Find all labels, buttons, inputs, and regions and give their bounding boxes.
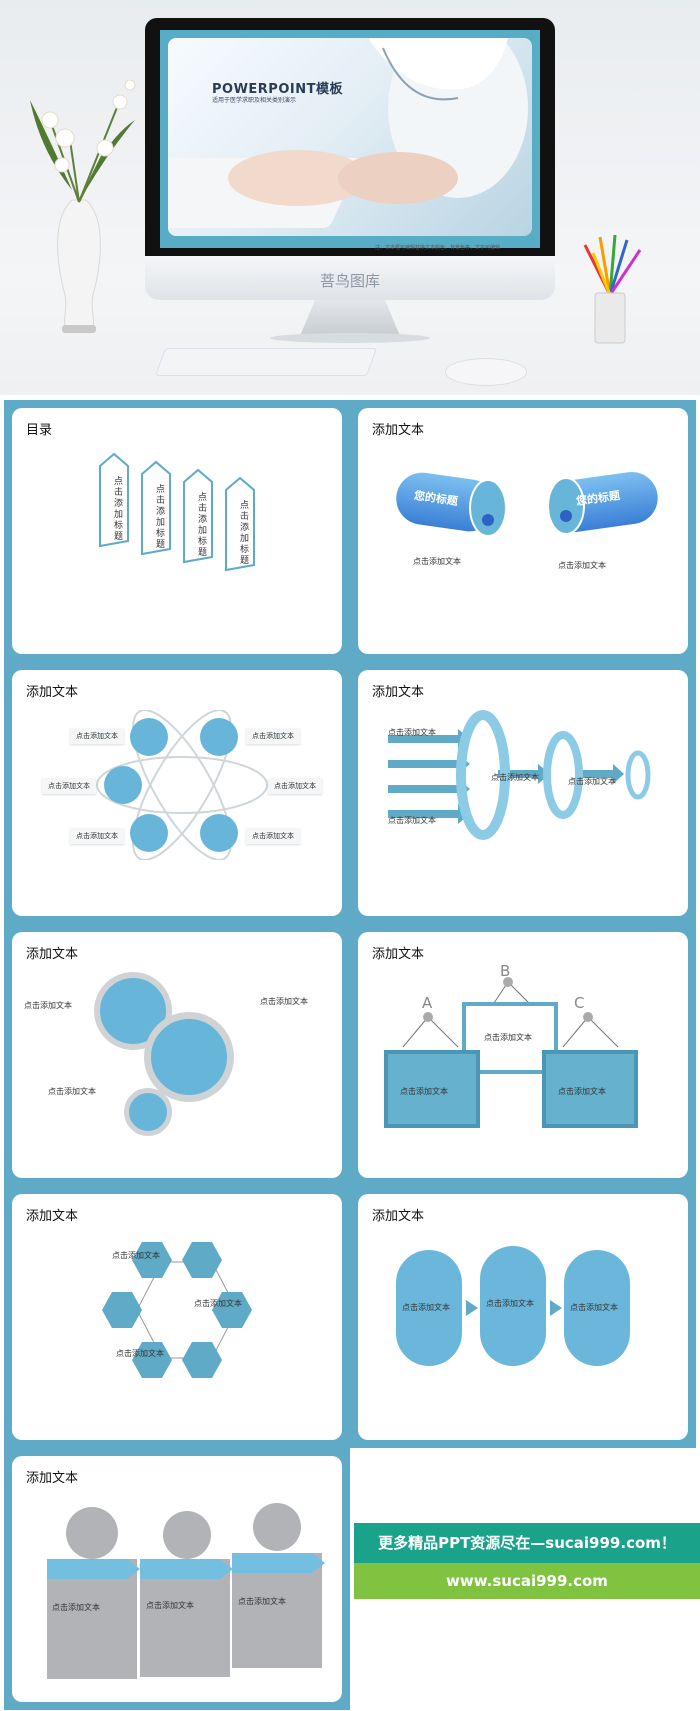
slide-title: 添加文本 <box>372 685 425 700</box>
atom-label: 点击添加文本 <box>70 828 124 844</box>
slide-card-atom[interactable]: 添加文本 点击添加文本 点击添加文本 点击添加文本 点击添加文本 点击添加文本 … <box>4 662 350 924</box>
atom-label: 点击添加文本 <box>246 828 300 844</box>
people-podium-graphic <box>47 1503 325 1679</box>
atom-node <box>130 718 168 756</box>
arrow-label: 点击添加文本 <box>491 773 539 782</box>
hanging-strings-graphic <box>402 977 619 1048</box>
ppt-cover-footnote: 注：文本框可编辑替换文本颜色、背景色等，文字可编辑 <box>375 245 501 251</box>
arrows-rings-graphic <box>388 710 651 840</box>
atom-label: 点击添加文本 <box>268 778 322 794</box>
atom-label: 点击添加文本 <box>246 728 300 744</box>
brand-label: 菩鸟图库 <box>319 272 380 290</box>
arrow-label: 点击添加文本 <box>388 728 436 737</box>
monitor-stand-base <box>270 333 430 343</box>
person-label: 点击添加文本 <box>52 1603 100 1612</box>
atom-label: 点击添加文本 <box>70 728 124 744</box>
bubble-node <box>124 1088 172 1136</box>
pill-1 <box>396 1250 462 1366</box>
slide-card-toc[interactable]: 目录 点击添加标题 点击添加标题 点击添加标题 点击添加标题 <box>4 400 350 662</box>
slide-card-bubbles[interactable]: 添加文本 点击添加文本 点击添加文本 点击添加文本 <box>4 924 350 1186</box>
pill-3 <box>564 1250 630 1366</box>
atom-node <box>200 718 238 756</box>
promo-url-link[interactable]: www.sucai999.com <box>354 1563 700 1599</box>
slide-title: 添加文本 <box>372 1209 425 1224</box>
toc-tags-graphic <box>99 452 255 572</box>
toc-item-2: 点击添加标题 <box>154 484 164 550</box>
slide-title: 添加文本 <box>26 1209 79 1224</box>
pill-label: 点击添加文本 <box>402 1303 450 1312</box>
person-label: 点击添加文本 <box>146 1601 194 1610</box>
ppt-cover-title: POWERPOINT模板 <box>212 82 343 97</box>
slide-card-abc[interactable]: 添加文本 B A C 点击添加文本 点击添加文本 点击添加文本 <box>350 924 696 1186</box>
pill-label: 点击添加文本 <box>570 1303 618 1312</box>
keyboard-illustration <box>154 348 378 376</box>
board-label: 点击添加文本 <box>558 1087 606 1096</box>
pencil-cup-illustration <box>583 235 642 344</box>
monitor-chin <box>145 256 555 300</box>
pill-label: 点击添加文本 <box>486 1299 534 1308</box>
slide-title: 添加文本 <box>372 947 425 962</box>
slide-card-pills[interactable]: 添加文本 点击添加文本 点击添加文本 点击添加文本 <box>350 1186 696 1448</box>
board-label: 点击添加文本 <box>484 1033 532 1042</box>
bubble-label: 点击添加文本 <box>260 997 308 1006</box>
atom-label: 点击添加文本 <box>42 778 96 794</box>
bubble-node <box>144 1012 234 1102</box>
atom-node <box>200 814 238 852</box>
hex-label: 点击添加文本 <box>112 1251 160 1260</box>
atom-node <box>104 766 142 804</box>
ppt-cover-image <box>168 38 532 236</box>
ppt-cover-subtitle: 适用于医学求职及相关类别演示 <box>212 97 297 104</box>
slide-title: 添加文本 <box>372 423 425 438</box>
mouse-illustration <box>445 358 527 386</box>
slide-card-hexagons[interactable]: 添加文本 点击添加文本 点击添加文本 点击添加文本 <box>4 1186 350 1448</box>
slide-card-arrows[interactable]: 添加文本 点击添加文本 点击添加文本 点击添加文本 点击添加文本 <box>350 662 696 924</box>
atom-orbits-graphic <box>96 710 268 860</box>
pill-2 <box>480 1246 546 1366</box>
toc-item-4: 点击添加标题 <box>238 500 248 566</box>
cylinder-label-1: 点击添加文本 <box>413 557 461 566</box>
hexagon-ring-graphic <box>102 1242 252 1378</box>
hex-label: 点击添加文本 <box>116 1349 164 1358</box>
board-letter-a: A <box>422 994 433 1012</box>
board-c <box>542 1050 638 1128</box>
toc-item-1: 点击添加标题 <box>112 476 122 542</box>
board-a <box>384 1050 480 1128</box>
slide-title: 目录 <box>26 423 53 438</box>
slide-card-cylinders[interactable]: 添加文本 您的标题 您的标题 点击添加文本 点击添加文本 <box>350 400 696 662</box>
bubble-label: 点击添加文本 <box>48 1087 96 1096</box>
board-letter-c: C <box>574 994 585 1012</box>
hex-label: 点击添加文本 <box>194 1299 242 1308</box>
atom-node <box>130 814 168 852</box>
monitor-stand <box>300 300 400 336</box>
slide-card-people[interactable]: 添加文本 点击添加文本 点击添加文本 点击添加文本 <box>4 1448 350 1710</box>
slide-title: 添加文本 <box>26 685 79 700</box>
flower-vase-illustration <box>30 80 136 333</box>
slide-title: 添加文本 <box>26 947 79 962</box>
arrow-label: 点击添加文本 <box>568 777 616 786</box>
cylinder-graphic <box>396 471 658 537</box>
arrow-label: 点击添加文本 <box>388 816 436 825</box>
board-label: 点击添加文本 <box>400 1087 448 1096</box>
bubble-label: 点击添加文本 <box>24 1001 72 1010</box>
slide-title: 添加文本 <box>26 1471 79 1486</box>
cylinder-label-2: 点击添加文本 <box>558 561 606 570</box>
toc-item-3: 点击添加标题 <box>196 492 206 558</box>
board-letter-b: B <box>500 962 511 980</box>
promo-banner[interactable]: 更多精品PPT资源尽在—sucai999.com！ <box>354 1523 700 1563</box>
pill-arrows <box>466 1300 562 1316</box>
person-label: 点击添加文本 <box>238 1597 286 1606</box>
